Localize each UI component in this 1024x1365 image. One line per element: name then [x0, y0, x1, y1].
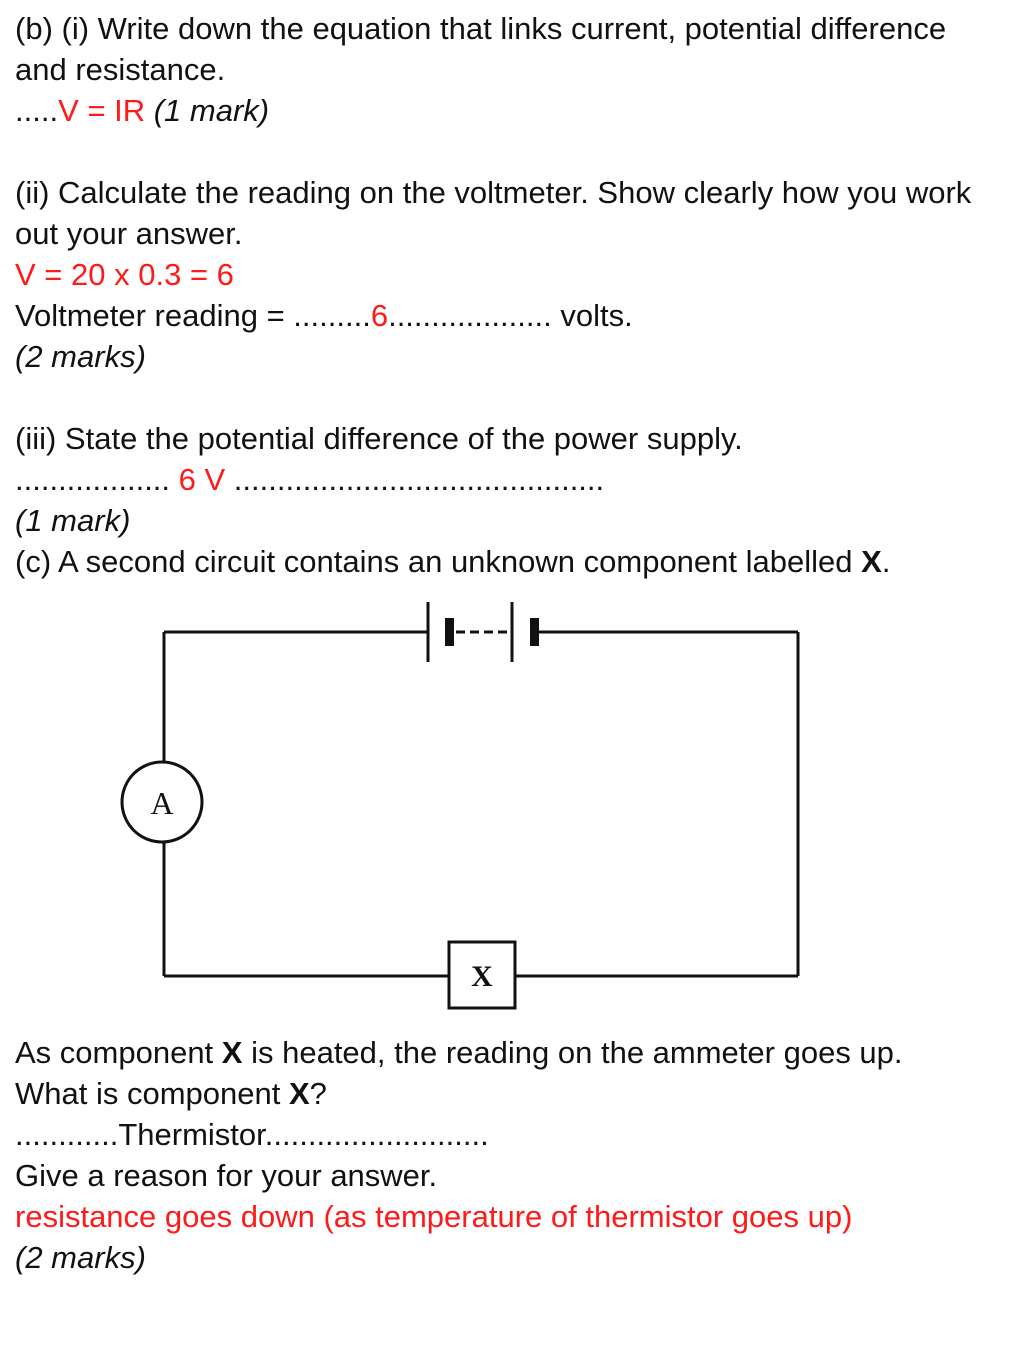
spacer	[15, 377, 1005, 418]
question-b-ii: (ii) Calculate the reading on the voltme…	[15, 175, 972, 251]
answer-b-iii: .................. 6 V .................…	[15, 459, 1005, 500]
component-answer: ............Thermistor..................…	[15, 1117, 489, 1152]
heated-pre: As component	[15, 1035, 222, 1070]
reading-value: 6	[370, 298, 389, 333]
intro-end: .	[881, 544, 891, 579]
component-x-label: X	[471, 960, 493, 993]
heated-post: is heated, the reading on the ammeter go…	[242, 1035, 903, 1070]
intro-text: (c) A second circuit contains an unknown…	[15, 544, 862, 579]
ammeter-label: A	[150, 785, 173, 821]
ammeter-icon: A	[120, 760, 204, 844]
working-b-ii: V = 20 x 0.3 = 6	[15, 257, 234, 292]
question-b-iii: (iii) State the potential difference of …	[15, 421, 743, 456]
intro-x: X	[861, 544, 882, 579]
component-x-icon: X	[447, 940, 517, 1010]
marks-b-iii: (1 mark)	[15, 503, 131, 538]
what-x: X	[288, 1076, 310, 1111]
answer-dots: .....	[15, 93, 59, 128]
heated-statement: As component X is heated, the reading on…	[15, 1032, 1015, 1073]
spacer	[15, 131, 1005, 172]
reading-label: Voltmeter reading = .........	[15, 298, 371, 333]
answer-dots-after: ........................................…	[233, 462, 605, 497]
what-pre: What is component	[15, 1076, 289, 1111]
question-document: (b) (i) Write down the equation that lin…	[15, 8, 1005, 582]
voltmeter-reading-line: Voltmeter reading = .........6..........…	[15, 295, 1005, 336]
marks-c: (2 marks)	[15, 1240, 146, 1275]
circuit-diagram: A X	[110, 596, 830, 1016]
answer-b-i: .....V = IR (1 mark)	[15, 90, 1005, 131]
marks-b-i: (1 mark)	[153, 93, 270, 128]
circuit-svg: A X	[120, 602, 800, 1010]
marks-b-ii: (2 marks)	[15, 339, 146, 374]
reason-answer: resistance goes down (as temperature of …	[15, 1199, 853, 1234]
what-post: ?	[309, 1076, 327, 1111]
what-question: What is component X?	[15, 1073, 1015, 1114]
reason-prompt: Give a reason for your answer.	[15, 1158, 438, 1193]
battery-icon	[426, 602, 539, 662]
question-b-i: (b) (i) Write down the equation that lin…	[15, 11, 947, 87]
reading-suffix: ................... volts.	[388, 298, 633, 333]
question-c-intro: (c) A second circuit contains an unknown…	[15, 541, 1005, 582]
answer-pd: 6 V	[170, 462, 234, 497]
answer-dots-before: ..................	[15, 462, 171, 497]
heated-x: X	[221, 1035, 243, 1070]
answer-equation: V = IR	[58, 93, 146, 128]
question-c-followup: As component X is heated, the reading on…	[15, 1032, 1015, 1278]
